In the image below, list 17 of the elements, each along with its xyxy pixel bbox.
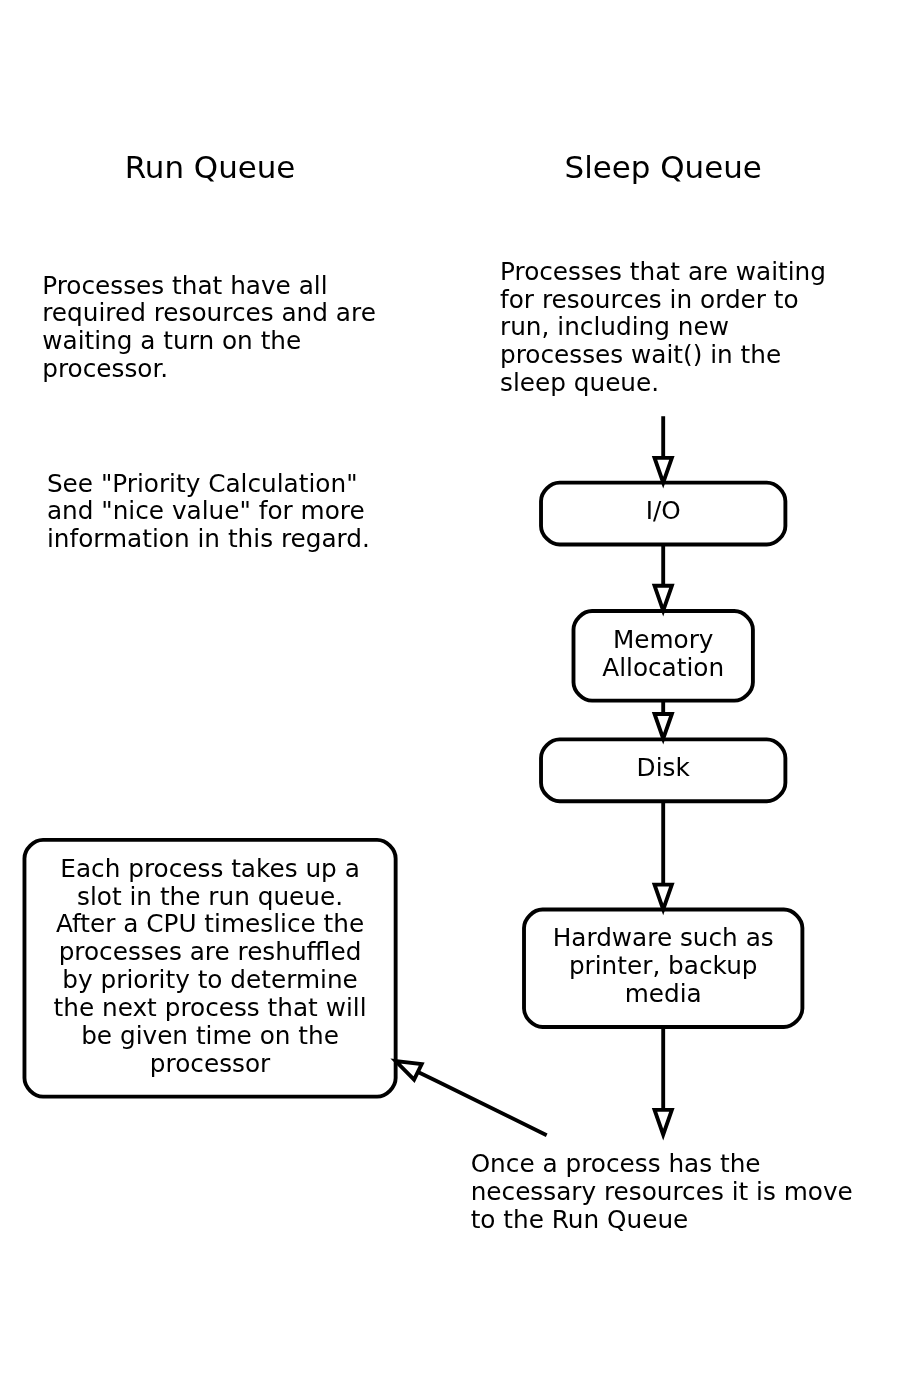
label: Run Queue: [124, 148, 296, 185]
node-box: Disk: [539, 736, 788, 803]
label: See "Priority Calculation" and "nice value" for more information in this regard.: [46, 468, 370, 553]
node-text: Processes that are waiting for resources in order to run, including new processes wait() in the sleep queue.: [500, 256, 827, 397]
node-box: Memory Allocation: [571, 608, 755, 703]
arrow: [651, 700, 675, 745]
node-text: Once a process has the necessary resources it is move to the Run Queue: [470, 1148, 853, 1234]
arrow: [651, 544, 675, 616]
node-box: Hardware such as printer, backup media: [522, 907, 805, 1029]
node-box: Each process takes up a slot in the run queue. After a CPU timeslice the processes are reshuffled by priority to determine the next process that will be given time on the processor: [22, 837, 398, 1099]
arrow: [651, 800, 675, 915]
arrow: [390, 1057, 548, 1137]
arrow: [651, 415, 675, 488]
label: Processes that have all required resources and are waiting a turn on the processor.: [42, 270, 376, 383]
label: Sleep Queue: [564, 148, 762, 185]
arrow: [651, 1026, 675, 1140]
node-box: I/O: [539, 480, 788, 546]
